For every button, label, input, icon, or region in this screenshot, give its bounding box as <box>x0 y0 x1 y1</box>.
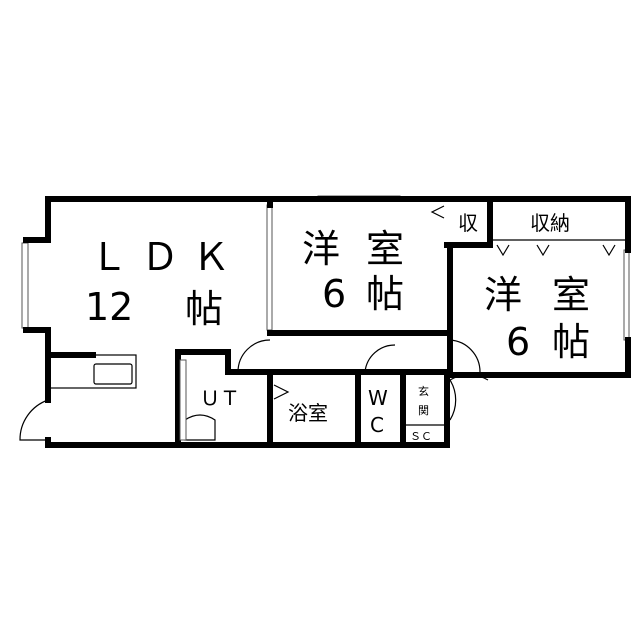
western2-label-1: 洋 <box>484 273 522 317</box>
entrance-label-1: 玄 <box>418 384 429 398</box>
bay-window <box>21 242 29 329</box>
wc-label-w: W <box>368 386 388 410</box>
closet-door-marks <box>496 244 616 257</box>
closet-label: 収納 <box>530 211 570 235</box>
kitchen-counter <box>47 354 137 389</box>
western1-unit: 帖 <box>366 272 404 316</box>
closet-small-label: 収 <box>458 211 478 235</box>
western2-unit: 帖 <box>552 320 590 364</box>
ldk-unit: 帖 <box>185 287 223 331</box>
western2-size: 6 <box>506 320 530 364</box>
front-door-swing-left <box>19 399 49 441</box>
door-swing-wc <box>364 344 396 373</box>
interior-walls <box>45 196 493 448</box>
kitchen-sink <box>93 363 133 385</box>
door-swing-western2 <box>449 339 481 373</box>
ldk-size: 12 <box>85 285 133 329</box>
door-swing-entrance <box>449 379 457 421</box>
western1-label-1: 洋 <box>302 227 340 271</box>
ldk-label: ＬＤＫ <box>90 235 230 279</box>
entrance-label-2: 関 <box>418 404 429 417</box>
door-swing-ldk <box>237 339 271 373</box>
utility-label: ＵＴ <box>200 386 240 410</box>
fixtures <box>19 205 625 441</box>
wc-label-c: C <box>370 413 384 437</box>
western2-label-2: 室 <box>552 273 590 317</box>
sliding-door-ldk <box>266 204 273 331</box>
exterior-walls <box>23 196 631 448</box>
window-western2 <box>623 249 630 341</box>
western1-size: 6 <box>322 272 346 316</box>
shoe-closet-label: ＳＣ <box>410 430 432 443</box>
closet-door-mark <box>430 205 445 219</box>
bath-door-mark <box>273 384 290 400</box>
western1-label-2: 室 <box>366 227 404 271</box>
washbasin <box>184 414 216 441</box>
bath-label: 浴室 <box>288 401 328 425</box>
